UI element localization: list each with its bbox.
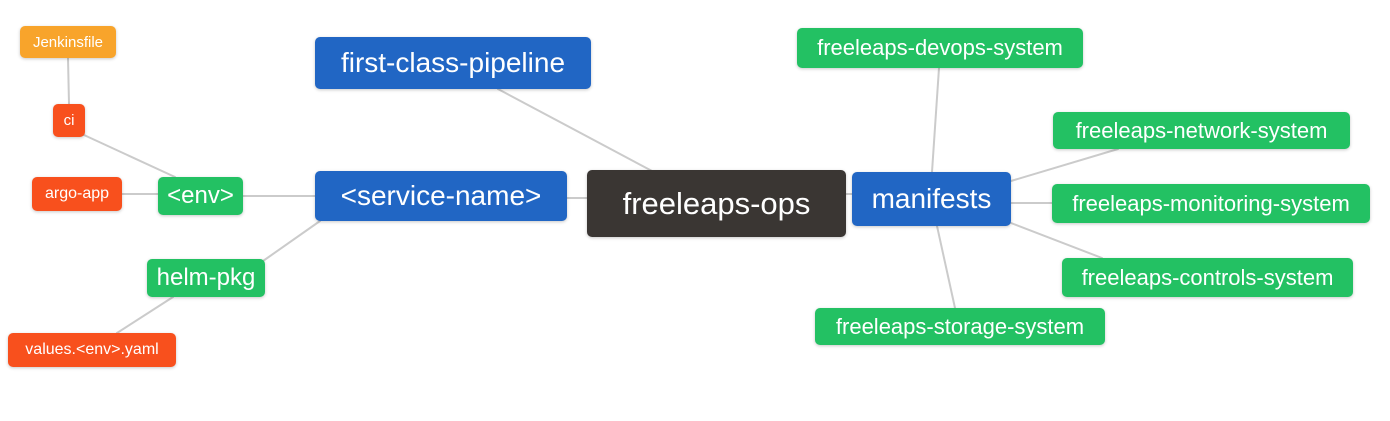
node-first-class-pipeline[interactable]: first-class-pipeline bbox=[315, 37, 591, 89]
node-freeleaps-monitoring-system[interactable]: freeleaps-monitoring-system bbox=[1052, 184, 1370, 223]
node-manifests[interactable]: manifests bbox=[852, 172, 1011, 226]
node-env[interactable]: <env> bbox=[158, 177, 243, 215]
node-helm-pkg[interactable]: helm-pkg bbox=[147, 259, 265, 297]
edge-first-class-pipeline-to-freeleaps-ops bbox=[497, 88, 653, 172]
node-values-env-yaml[interactable]: values.<env>.yaml bbox=[8, 333, 176, 367]
node-freeleaps-ops[interactable]: freeleaps-ops bbox=[587, 170, 846, 237]
node-freeleaps-devops-system[interactable]: freeleaps-devops-system bbox=[797, 28, 1083, 68]
node-freeleaps-controls-system[interactable]: freeleaps-controls-system bbox=[1062, 258, 1353, 297]
node-service-name[interactable]: <service-name> bbox=[315, 171, 567, 221]
edge-ci-to-env bbox=[83, 134, 176, 178]
edge-jenkinsfile-to-ci bbox=[67, 57, 70, 105]
node-freeleaps-network-system[interactable]: freeleaps-network-system bbox=[1053, 112, 1350, 149]
edge-manifests-to-freeleaps-devops-system bbox=[931, 67, 940, 173]
node-jenkinsfile[interactable]: Jenkinsfile bbox=[20, 26, 116, 58]
edge-manifests-to-freeleaps-network-system bbox=[1010, 148, 1119, 182]
node-ci[interactable]: ci bbox=[53, 104, 85, 137]
edge-manifests-to-freeleaps-controls-system bbox=[1010, 222, 1103, 259]
node-argo-app[interactable]: argo-app bbox=[32, 177, 122, 211]
node-freeleaps-storage-system[interactable]: freeleaps-storage-system bbox=[815, 308, 1105, 345]
edge-values-env-yaml-to-helm-pkg bbox=[116, 296, 174, 334]
edge-helm-pkg-to-service-name bbox=[262, 220, 321, 262]
edge-manifests-to-freeleaps-storage-system bbox=[936, 225, 956, 309]
